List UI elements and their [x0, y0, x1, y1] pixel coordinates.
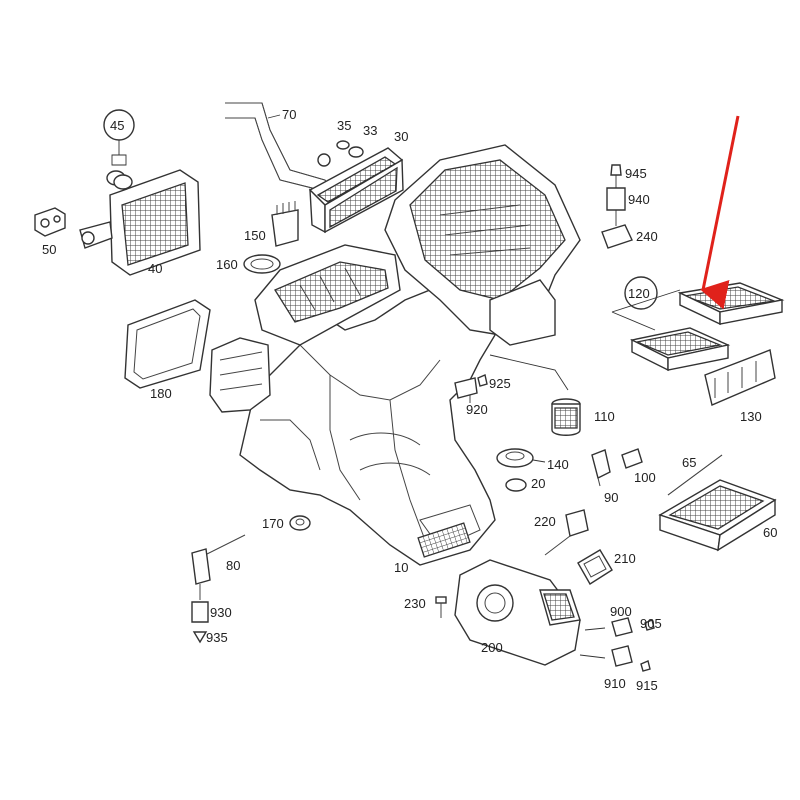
- part-130-flap: 130: [704, 349, 776, 424]
- label-200: 200: [481, 640, 503, 655]
- label-180: 180: [150, 386, 172, 401]
- label-905: 905: [640, 616, 662, 631]
- part-940-sensor: 940: [606, 175, 650, 211]
- part-180-gasket: 180: [124, 299, 211, 401]
- label-900: 900: [610, 604, 632, 619]
- part-40-evaporator: 40: [79, 169, 201, 276]
- part-910-actuator: 910: [579, 645, 633, 691]
- label-50: 50: [42, 242, 56, 257]
- highlight-arrow: [700, 115, 740, 310]
- part-70-pipes: 70: [225, 102, 333, 201]
- label-925: 925: [489, 376, 511, 391]
- part-210-gasket: 210: [577, 549, 636, 585]
- label-170: 170: [262, 516, 284, 531]
- label-915: 915: [636, 678, 658, 693]
- part-90-sensor: 90: [591, 449, 618, 505]
- part-935-pin: 935: [192, 630, 228, 645]
- label-10: 10: [394, 560, 408, 575]
- label-65: 65: [682, 455, 696, 470]
- heater-core-box: [384, 144, 581, 346]
- part-200-blower: 200: [454, 559, 581, 666]
- label-45: 45: [110, 118, 124, 133]
- label-40: 40: [148, 261, 162, 276]
- label-935: 935: [206, 630, 228, 645]
- label-150: 150: [244, 228, 266, 243]
- label-240: 240: [636, 229, 658, 244]
- label-160: 160: [216, 257, 238, 272]
- part-33-seal: 33: [348, 123, 377, 158]
- label-120: 120: [628, 286, 650, 301]
- label-130: 130: [740, 409, 762, 424]
- label-220: 220: [534, 514, 556, 529]
- part-230-screw: 230: [404, 596, 447, 618]
- label-930: 930: [210, 605, 232, 620]
- part-930-connector: 930: [191, 584, 232, 623]
- part-50-valve: 50: [34, 207, 66, 257]
- label-920: 920: [466, 402, 488, 417]
- part-150-bracket: 150: [244, 201, 299, 247]
- part-30-filter: 30: [308, 129, 408, 234]
- part-945-sensor: 945: [610, 164, 647, 181]
- label-90: 90: [604, 490, 618, 505]
- part-160-grommet: 160: [216, 254, 281, 274]
- part-925-clip: 925: [477, 374, 511, 391]
- part-140-bracket: 140: [496, 448, 569, 472]
- label-945: 945: [625, 166, 647, 181]
- label-20: 20: [531, 476, 545, 491]
- label-30: 30: [394, 129, 408, 144]
- label-910: 910: [604, 676, 626, 691]
- hvac-housing: [209, 244, 496, 566]
- part-170-grommet: 170: [262, 515, 311, 531]
- part-65-rod: 65: [667, 454, 723, 496]
- part-110-cylinder: 110: [489, 354, 615, 436]
- label-60: 60: [763, 525, 777, 540]
- label-110: 110: [594, 409, 615, 424]
- label-70: 70: [282, 107, 296, 122]
- label-35: 35: [337, 118, 351, 133]
- part-35-oring: 35: [336, 118, 351, 150]
- part-80-sensor: 80: [191, 534, 246, 585]
- part-45-orings: 45: [103, 109, 135, 190]
- part-240-connector: 240: [601, 210, 658, 249]
- part-20-grommet: 20: [505, 476, 545, 492]
- part-60-filter: 60: [658, 479, 777, 552]
- part-100-sensor: 100: [621, 448, 656, 485]
- part-900-actuator: 900: [584, 604, 633, 637]
- label-230: 230: [404, 596, 426, 611]
- part-905-clip: 905: [640, 616, 662, 631]
- label-210: 210: [614, 551, 636, 566]
- label-140: 140: [547, 457, 569, 472]
- part-920-actuator: 920: [454, 377, 488, 417]
- part-220-sensor: 220: [534, 509, 589, 556]
- part-915-clip: 915: [636, 660, 658, 693]
- label-940: 940: [628, 192, 650, 207]
- label-100: 100: [634, 470, 656, 485]
- label-33: 33: [363, 123, 377, 138]
- label-80: 80: [226, 558, 240, 573]
